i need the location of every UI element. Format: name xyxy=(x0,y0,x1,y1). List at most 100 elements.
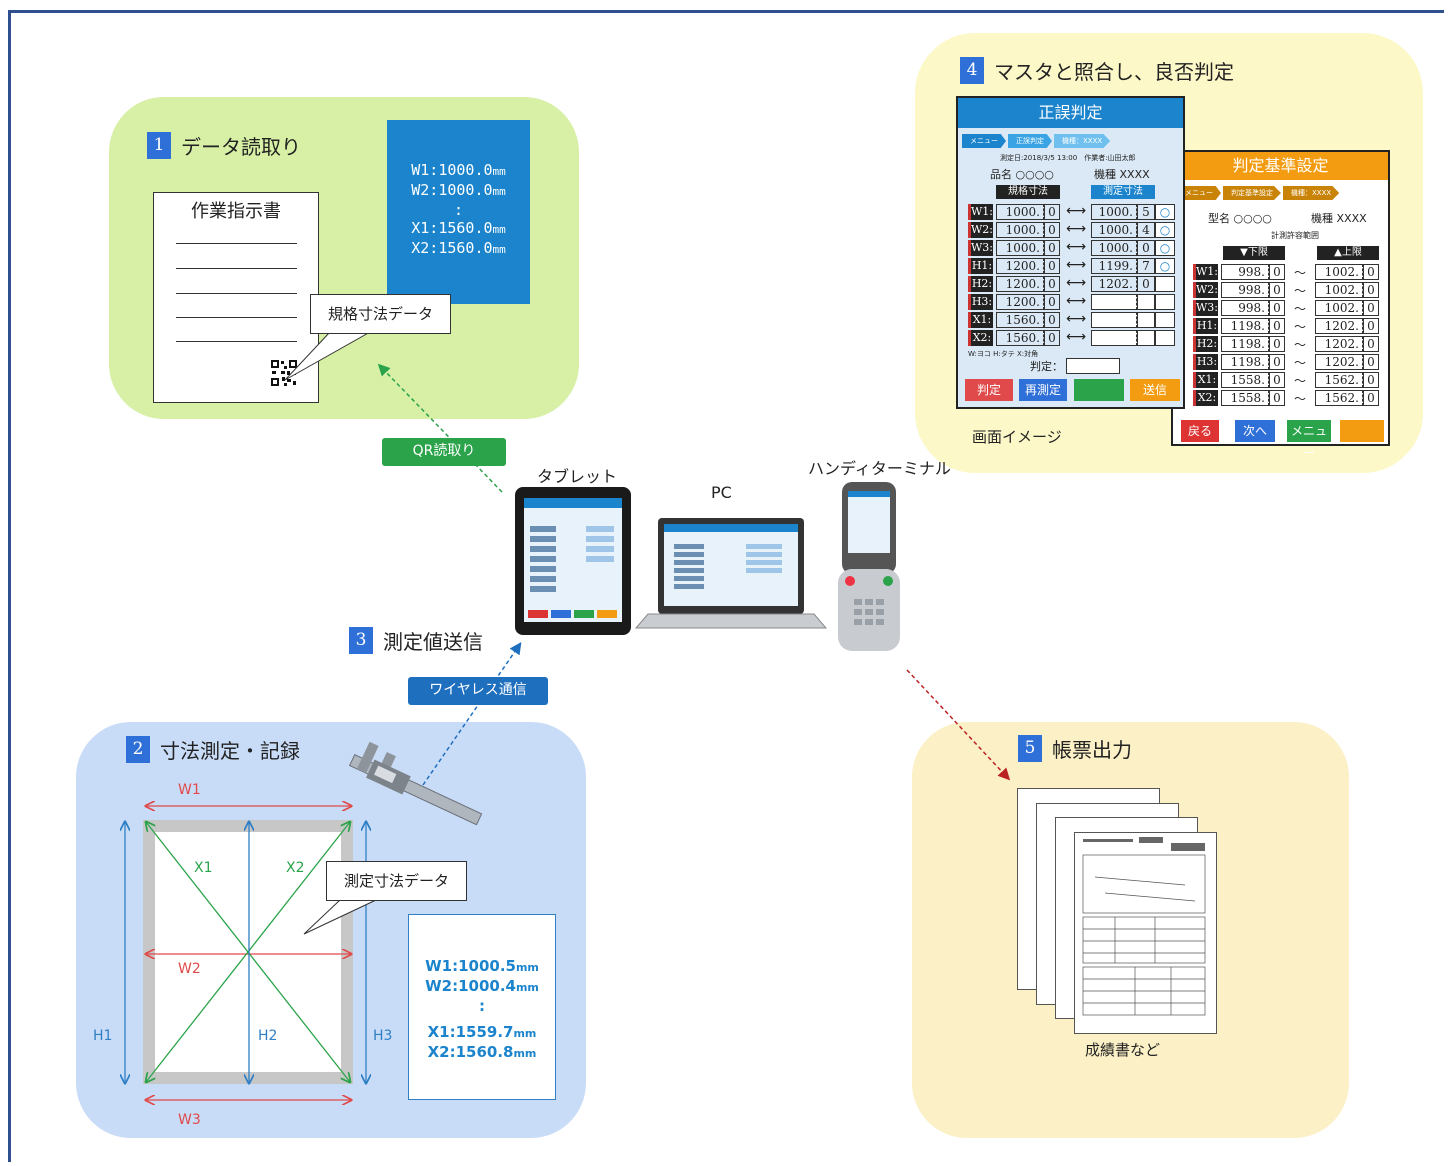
meas-int[interactable] xyxy=(1091,330,1137,346)
low-dec[interactable]: 0 xyxy=(1269,372,1285,388)
low-int[interactable]: 998. xyxy=(1221,282,1269,298)
high-dec[interactable]: 0 xyxy=(1363,372,1379,388)
meas-dec[interactable] xyxy=(1137,330,1155,346)
crumb-item[interactable]: 機種：XXXX xyxy=(1283,186,1340,200)
low-dec[interactable]: 0 xyxy=(1269,390,1285,406)
low-int[interactable]: 998. xyxy=(1221,264,1269,280)
crumb-item[interactable]: 判定基準設定 xyxy=(1223,186,1281,200)
low-int[interactable]: 1198. xyxy=(1221,318,1269,334)
meas-int[interactable] xyxy=(1091,312,1137,328)
col-measured: 測定寸法 xyxy=(1091,185,1155,199)
low-dec[interactable]: 0 xyxy=(1269,264,1285,280)
meas-int[interactable] xyxy=(1091,294,1137,310)
judge-screen-title: 正誤判定 xyxy=(958,98,1183,128)
criteria-range-label: 計測許容範囲 xyxy=(1271,231,1319,240)
crumb-item[interactable]: 機種：XXXX xyxy=(1054,134,1111,148)
low-dec[interactable]: 0 xyxy=(1269,336,1285,352)
step-number: 5 xyxy=(1018,735,1042,762)
measured-values-box: W1:1000.5mm W2:1000.4mm : X1:1559.7mm X2… xyxy=(408,914,556,1100)
high-dec[interactable]: 0 xyxy=(1363,354,1379,370)
high-int[interactable]: 1002. xyxy=(1315,264,1363,280)
high-int[interactable]: 1202. xyxy=(1315,354,1363,370)
tilde-icon: ～ xyxy=(1293,320,1306,334)
meas-dec[interactable]: 4 xyxy=(1137,222,1155,238)
judge-screen: 正誤判定 メニュー 正誤判定 機種：XXXX 測定日:2018/3/5 13:0… xyxy=(956,96,1185,409)
row-label: X1: xyxy=(968,312,993,328)
high-dec[interactable]: 0 xyxy=(1363,282,1379,298)
spec-int: 1200. xyxy=(996,276,1044,292)
low-dec[interactable]: 0 xyxy=(1269,318,1285,334)
meas-int[interactable]: 1202. xyxy=(1091,276,1137,292)
row-label: W1: xyxy=(968,204,993,220)
spec-int: 1200. xyxy=(996,294,1044,310)
send-button[interactable]: 送信 xyxy=(1130,379,1180,401)
judge-button[interactable]: 判定 xyxy=(965,379,1013,401)
result-mark xyxy=(1155,276,1175,292)
low-int[interactable]: 1198. xyxy=(1221,354,1269,370)
doc-title: 作業指示書 xyxy=(191,201,281,222)
meas-dec[interactable]: 0 xyxy=(1137,240,1155,256)
orange-button[interactable] xyxy=(1340,420,1384,442)
meas-int[interactable]: 1000. xyxy=(1091,204,1137,220)
col-low: ▼下限 xyxy=(1223,246,1285,260)
menu-button[interactable]: メニュー xyxy=(1287,420,1331,460)
crumb-item[interactable]: 正誤判定 xyxy=(1008,134,1052,148)
high-int[interactable]: 1002. xyxy=(1315,300,1363,316)
low-int[interactable]: 1558. xyxy=(1221,372,1269,388)
doc-line xyxy=(176,243,297,244)
low-dec[interactable]: 0 xyxy=(1269,282,1285,298)
tilde-icon: ～ xyxy=(1293,302,1306,316)
meas-dec[interactable]: 7 xyxy=(1137,258,1155,274)
row-label: H2: xyxy=(968,276,993,292)
high-int[interactable]: 1202. xyxy=(1315,318,1363,334)
judge-result-field[interactable] xyxy=(1066,358,1120,374)
high-int[interactable]: 1562. xyxy=(1315,372,1363,388)
step-label: マスタと照合し、良否判定 xyxy=(994,60,1234,84)
spec-dec: 0 xyxy=(1044,312,1060,328)
spec-dots: : xyxy=(453,201,464,219)
remeasure-button[interactable]: 再測定 xyxy=(1019,379,1067,401)
compare-arrow-icon: ⟷ xyxy=(1065,311,1087,327)
meas-dec[interactable] xyxy=(1137,312,1155,328)
low-dec[interactable]: 0 xyxy=(1269,354,1285,370)
doc-line xyxy=(176,268,297,269)
meas-dec[interactable]: 0 xyxy=(1137,276,1155,292)
crumb-item[interactable]: メニュー xyxy=(1177,186,1221,200)
tilde-icon: ～ xyxy=(1293,338,1306,352)
col-high: ▲上限 xyxy=(1317,246,1379,260)
low-dec[interactable]: 0 xyxy=(1269,300,1285,316)
meas-dec[interactable]: 5 xyxy=(1137,204,1155,220)
low-int[interactable]: 998. xyxy=(1221,300,1269,316)
high-dec[interactable]: 0 xyxy=(1363,390,1379,406)
row-label: X2: xyxy=(968,330,993,346)
spec-dec: 0 xyxy=(1044,258,1060,274)
compare-arrow-icon: ⟷ xyxy=(1065,203,1087,219)
high-dec[interactable]: 0 xyxy=(1363,264,1379,280)
crumb-item[interactable]: メニュー xyxy=(962,134,1006,148)
judge-breadcrumb: メニュー 正誤判定 機種：XXXX xyxy=(962,134,1179,148)
green-button[interactable] xyxy=(1074,379,1124,401)
compare-arrow-icon: ⟷ xyxy=(1065,329,1087,345)
judge-product: 品名 ○○○○ xyxy=(990,168,1054,181)
high-dec[interactable]: 0 xyxy=(1363,336,1379,352)
low-int[interactable]: 1198. xyxy=(1221,336,1269,352)
high-dec[interactable]: 0 xyxy=(1363,300,1379,316)
meas-int[interactable]: 1000. xyxy=(1091,240,1137,256)
meas-w1: W1:1000.5mm xyxy=(425,957,539,975)
meas-int[interactable]: 1199. xyxy=(1091,258,1137,274)
next-button[interactable]: 次へ xyxy=(1235,420,1275,442)
meas-dec[interactable] xyxy=(1137,294,1155,310)
high-int[interactable]: 1202. xyxy=(1315,336,1363,352)
back-button[interactable]: 戻る xyxy=(1181,420,1219,442)
spec-w2: W2:1000.0mm xyxy=(411,181,506,199)
low-int[interactable]: 1558. xyxy=(1221,390,1269,406)
high-int[interactable]: 1562. xyxy=(1315,390,1363,406)
step-number: 3 xyxy=(349,627,373,654)
meas-int[interactable]: 1000. xyxy=(1091,222,1137,238)
doc-line xyxy=(176,317,297,318)
high-int[interactable]: 1002. xyxy=(1315,282,1363,298)
high-dec[interactable]: 0 xyxy=(1363,318,1379,334)
